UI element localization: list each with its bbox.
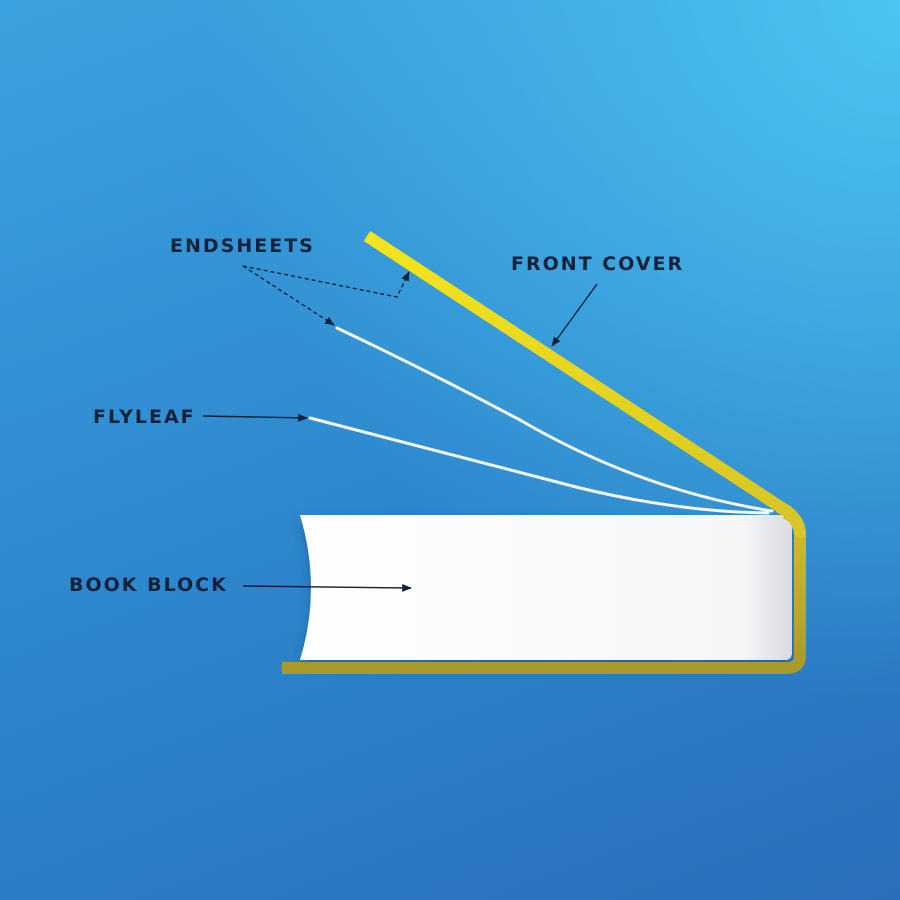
front-cover-leader bbox=[551, 283, 598, 347]
flyleaf-curve bbox=[308, 416, 770, 515]
front-cover-label: FRONT COVER bbox=[511, 253, 685, 275]
endsheet-curve bbox=[335, 326, 774, 513]
endsheets-leader-to-endsheet bbox=[242, 265, 335, 326]
endsheets-leader-to-cover bbox=[242, 265, 410, 298]
cover-hinge bbox=[775, 502, 806, 538]
book-block-leader bbox=[242, 583, 412, 592]
flyleaf-leader bbox=[202, 413, 308, 422]
endsheets-label: ENDSHEETS bbox=[170, 235, 315, 257]
book-block-pages bbox=[300, 515, 792, 660]
book-block-label: BOOK BLOCK bbox=[69, 574, 228, 596]
flyleaf-label: FLYLEAF bbox=[93, 406, 196, 428]
front-cover-board bbox=[363, 230, 792, 518]
